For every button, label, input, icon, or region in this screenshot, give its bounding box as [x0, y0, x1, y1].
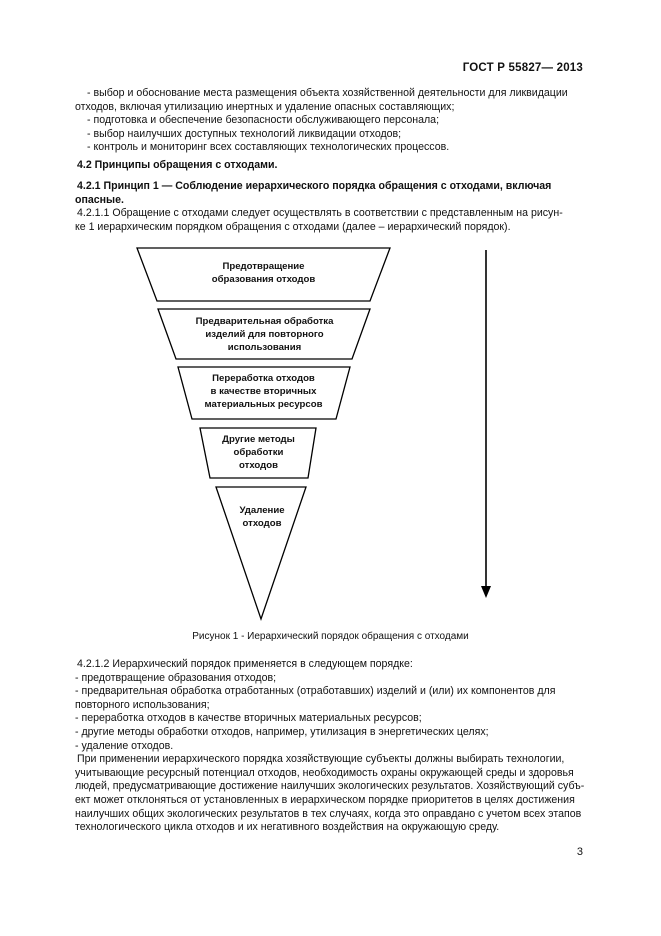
intro-line: - контроль и мониторинг всех составляющи… [87, 141, 450, 154]
level-text: Удаление [239, 505, 285, 516]
section-heading: 4.2 Принципы обращения с отходами. [75, 159, 585, 173]
clause-line: 4.2.1.1 Обращение с отходами следует осу… [77, 207, 563, 219]
level-text: Предварительная обработка [195, 316, 334, 327]
intro-line: - выбор наилучших доступных технологий л… [87, 127, 402, 140]
level-text: Предотвращение [222, 261, 305, 272]
level-text: Переработка отходов [212, 373, 315, 384]
level-text: в качестве вторичных [210, 386, 317, 397]
level-label-prevention: Предотвращение образования отходов [157, 260, 370, 286]
level-text: изделий для повторного [205, 329, 324, 340]
level-box-4 [199, 427, 317, 479]
level-label-other-methods: Другие методы обработки отходов [205, 433, 312, 472]
level-label-pretreatment: Предварительная обработка изделий для по… [170, 315, 359, 354]
level-box-1 [136, 247, 391, 302]
level-label-recycling: Переработка отходов в качестве вторичных… [188, 372, 339, 411]
order-line: наилучших общих экологических результато… [75, 807, 582, 820]
intro-line: - выбор и обоснование места размещения о… [87, 87, 568, 99]
level-box-3 [177, 366, 351, 420]
order-line: учитывающие ресурсный потенциал отходов,… [75, 766, 574, 779]
order-line: ект может отклоняться от установленных в… [75, 793, 575, 806]
order-line: При применении иерархического порядка хо… [77, 753, 565, 766]
level-box-5 [215, 486, 307, 622]
order-line: людей, предусматривающие достижение наил… [75, 780, 585, 793]
order-line: 4.2.1.2 Иерархический порядок применяетс… [77, 658, 413, 670]
order-line: - предварительная обработка отработанных… [75, 685, 556, 698]
order-line: - другие методы обработки отходов, напри… [75, 725, 489, 738]
intro-line: - подготовка и обеспечение безопасности … [87, 114, 440, 127]
principle-heading: 4.2.1 Принцип 1 — Соблюдение иерархическ… [75, 180, 585, 207]
intro-list: - выбор и обоснование места размещения о… [75, 87, 585, 155]
order-paragraph: 4.2.1.2 Иерархический порядок применяетс… [75, 658, 585, 835]
section-heading-text: 4.2 Принципы обращения с отходами. [77, 159, 278, 171]
level-text: отходов [242, 518, 282, 529]
level-text: обработки [233, 447, 284, 458]
principle-line: опасные. [75, 193, 124, 206]
priority-arrow-head [481, 586, 491, 598]
principle-line: 4.2.1 Принцип 1 — Соблюдение иерархическ… [77, 180, 552, 192]
level-text: образования отходов [211, 274, 316, 285]
level-label-disposal: Удаление отходов [221, 504, 303, 530]
level-text: Другие методы [222, 434, 295, 445]
clause-paragraph: 4.2.1.1 Обращение с отходами следует осу… [75, 207, 585, 234]
level-text: использования [227, 342, 302, 353]
order-line: технологического цикла отходов и их нега… [75, 821, 500, 834]
order-line: - удаление отходов. [75, 739, 174, 752]
level-box-2 [157, 308, 371, 360]
level-text: отходов [239, 460, 278, 471]
standard-header: ГОСТ Р 55827— 2013 [462, 62, 583, 74]
clause-line: ке 1 иерархическим порядком обращения с … [75, 220, 511, 233]
order-line: - предотвращение образования отходов; [75, 671, 277, 684]
intro-line: отходов, включая утилизацию инертных и у… [75, 100, 455, 113]
order-line: - переработка отходов в качестве вторичн… [75, 712, 422, 725]
level-text: материальных ресурсов [204, 399, 323, 410]
page-number: 3 [576, 846, 583, 858]
order-line: повторного использования; [75, 698, 210, 711]
figure-caption: Рисунок 1 - Иерархический порядок обраще… [192, 631, 469, 642]
